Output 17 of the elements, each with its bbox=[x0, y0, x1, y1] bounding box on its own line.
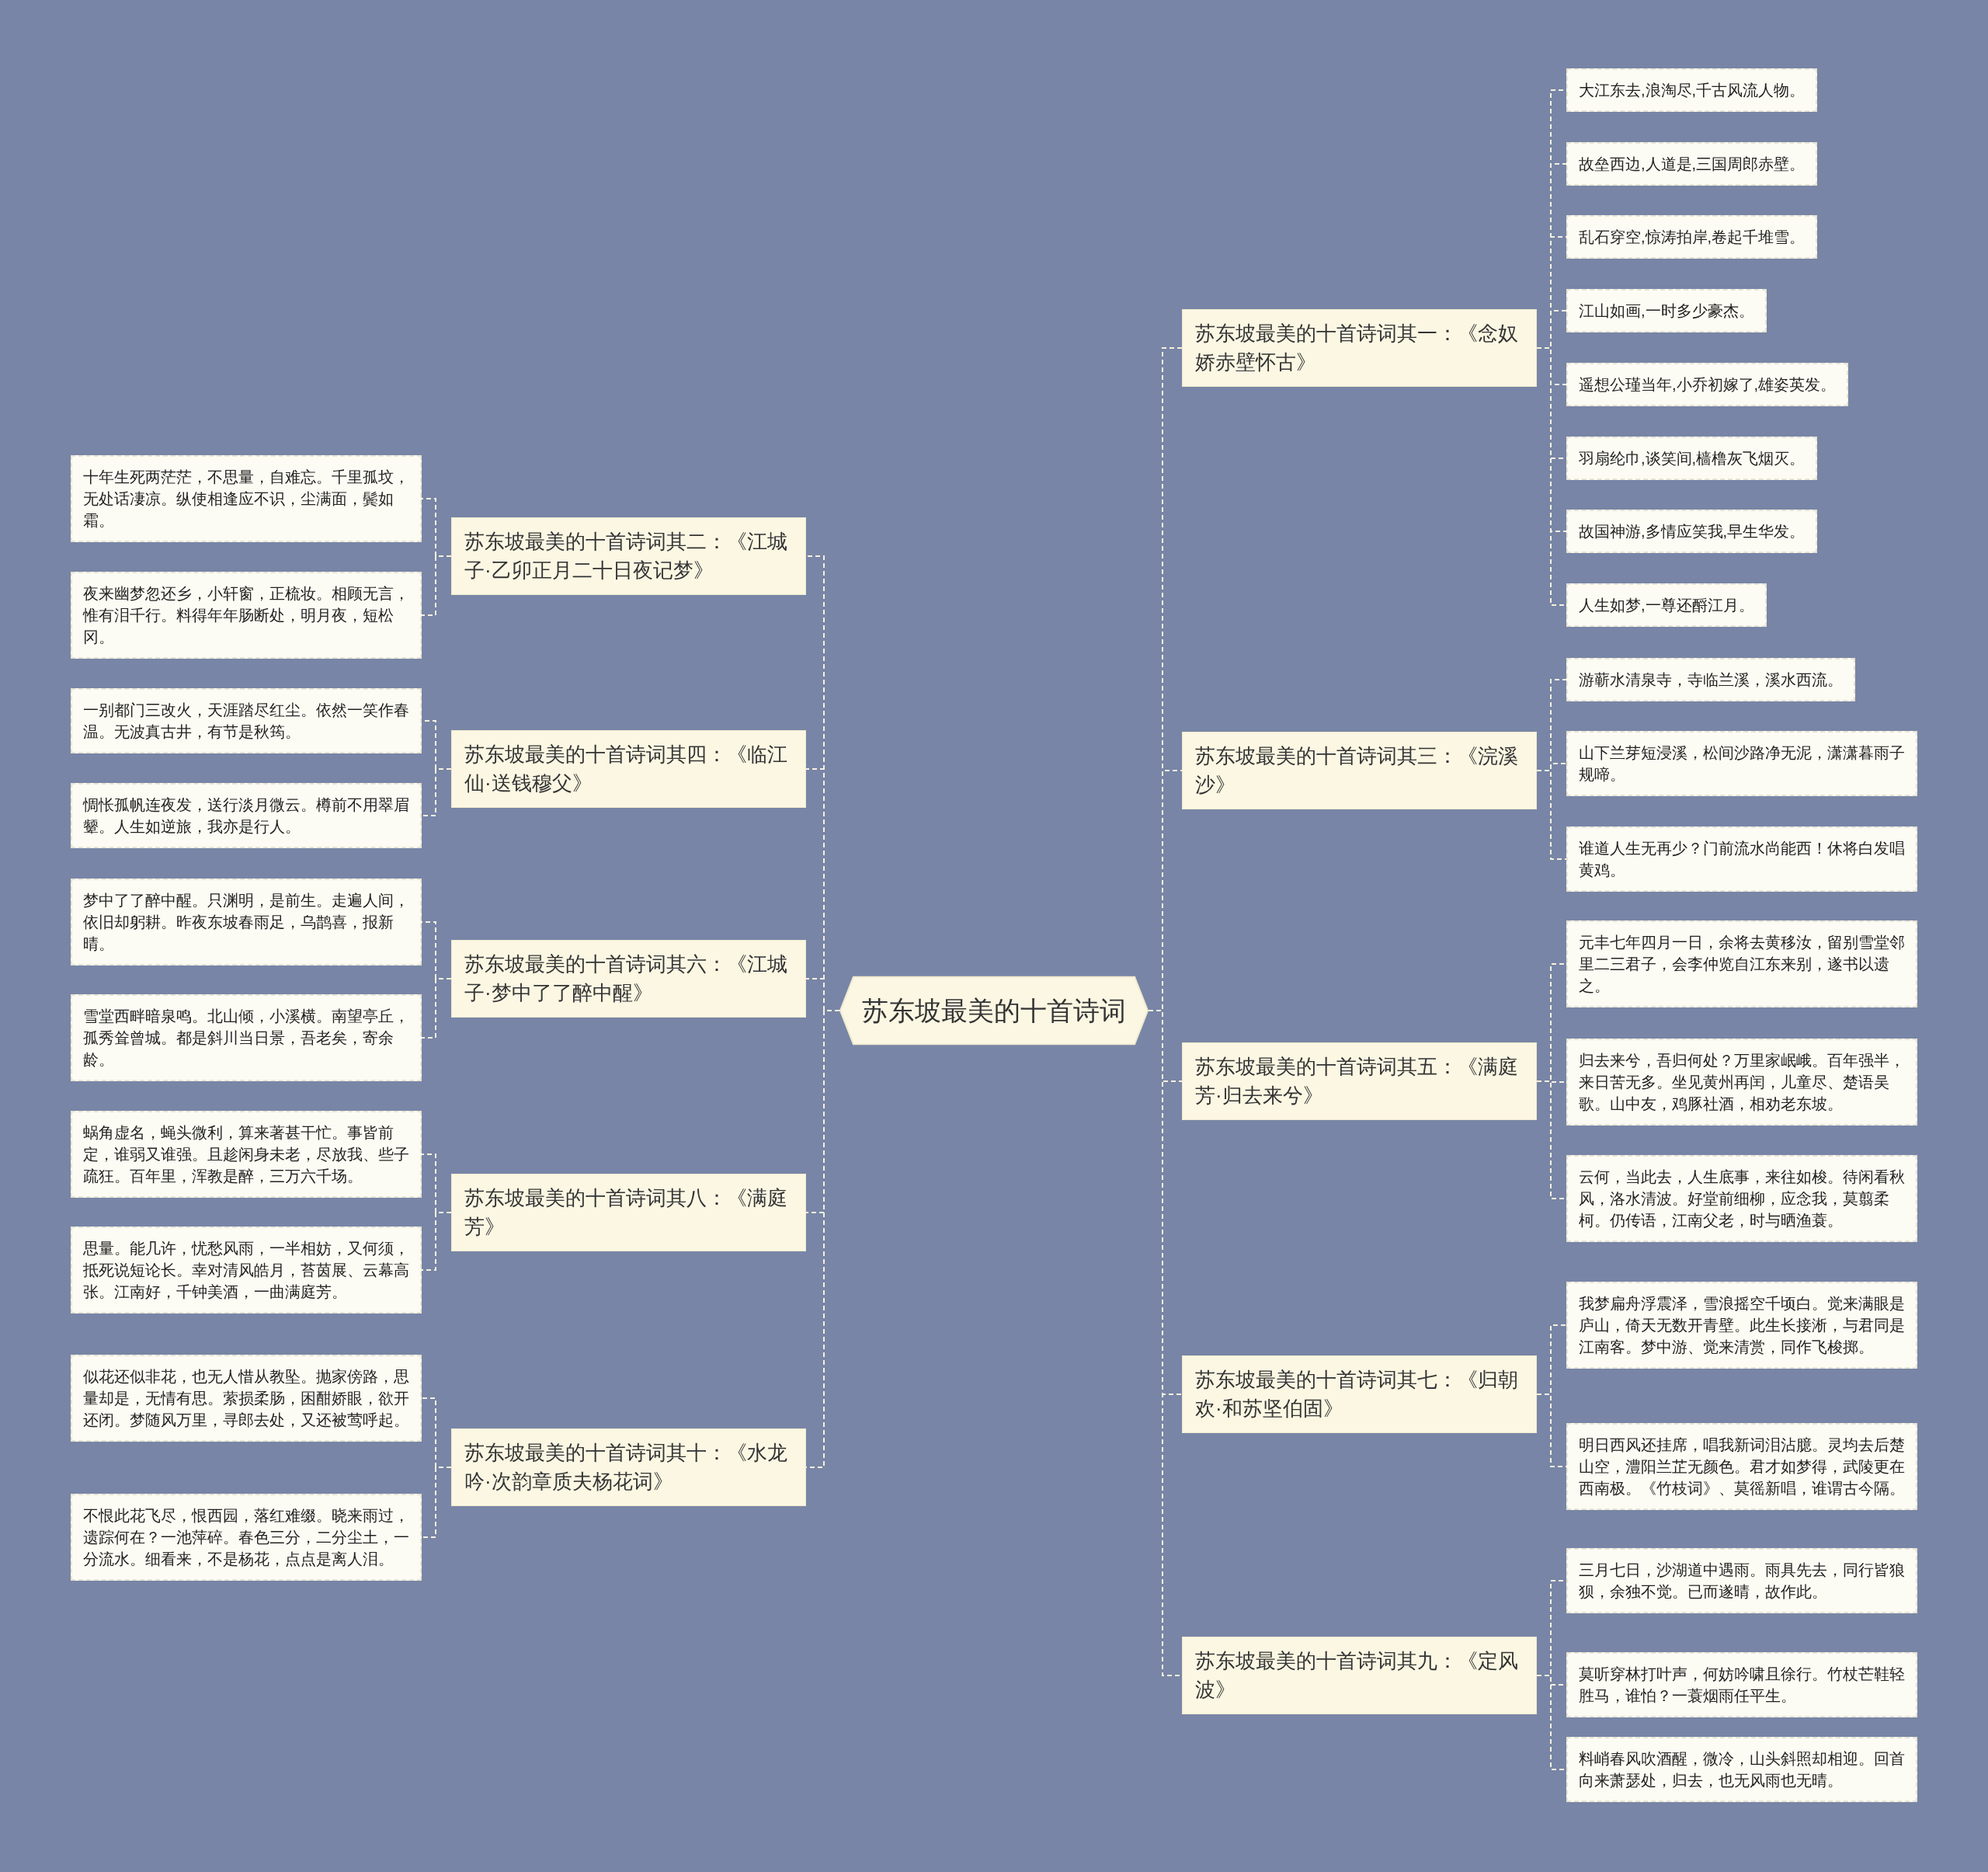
connector-line bbox=[421, 768, 452, 816]
branch-topic-box: 苏东坡最美的十首诗词其十：《水龙吟·次韵章质夫杨花词》 bbox=[451, 1428, 806, 1506]
branch-topic-box: 苏东坡最美的十首诗词其三：《浣溪沙》 bbox=[1182, 732, 1537, 809]
central-topic: 苏东坡最美的十首诗词 bbox=[839, 976, 1149, 1046]
branch-topic-box: 苏东坡最美的十首诗词其二：《江城子·乙卯正月二十日夜记梦》 bbox=[451, 517, 806, 595]
branch-topic-box: 苏东坡最美的十首诗词其九：《定风波》 bbox=[1182, 1637, 1537, 1714]
branch-topic-box: 苏东坡最美的十首诗词其八：《满庭芳》 bbox=[451, 1174, 806, 1251]
branch-topic-box: 苏东坡最美的十首诗词其五：《满庭芳·归去来兮》 bbox=[1182, 1042, 1537, 1120]
branch-topic-box: 苏东坡最美的十首诗词其七：《归朝欢·和苏坚伯固》 bbox=[1182, 1355, 1537, 1433]
connector-line bbox=[421, 555, 452, 616]
branch-topic-box: 苏东坡最美的十首诗词其一：《念奴娇赤壁怀古》 bbox=[1182, 309, 1537, 387]
connector-line bbox=[421, 1467, 452, 1538]
connector-line bbox=[421, 978, 452, 1039]
branch-topic-box: 苏东坡最美的十首诗词其六：《江城子·梦中了了醉中醒》 bbox=[451, 940, 806, 1018]
connector-line bbox=[1536, 770, 1567, 860]
branch-topic-box: 苏东坡最美的十首诗词其四：《临江仙·送钱穆父》 bbox=[451, 730, 806, 808]
connector-line bbox=[421, 1212, 452, 1271]
